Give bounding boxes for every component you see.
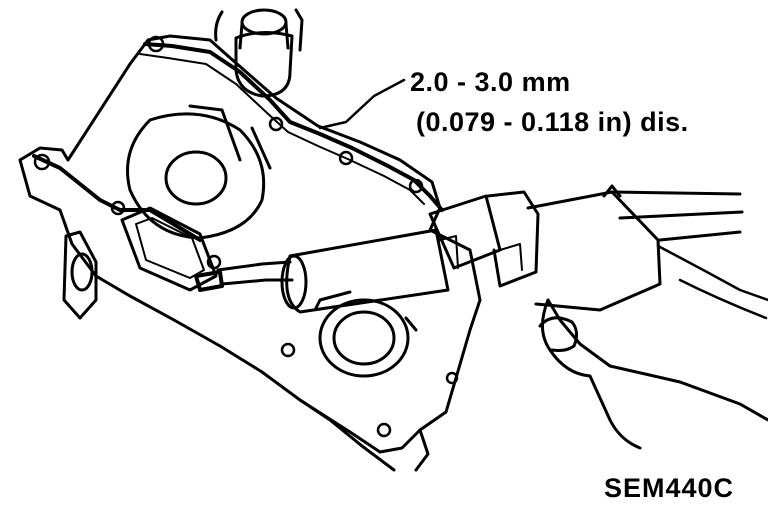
lower-flange xyxy=(298,398,430,472)
pipe-opening xyxy=(240,8,288,36)
figure-code-label: SEM440C xyxy=(604,473,735,503)
nozzle-tip xyxy=(194,270,224,292)
left-mount-lug xyxy=(62,230,98,320)
pipe-bracket xyxy=(214,8,304,52)
callout-dimension-in: (0.079 - 0.118 in) dis. xyxy=(416,107,689,137)
hand-thumb xyxy=(538,316,579,352)
tube-end xyxy=(280,254,308,310)
boss-rib xyxy=(188,104,272,170)
sealant-bead-top xyxy=(32,42,444,242)
bolt-hole xyxy=(147,35,165,53)
rect-port-inner xyxy=(135,217,205,279)
bolt-hole xyxy=(445,371,459,385)
applicator-barrel xyxy=(526,190,662,312)
front-cover-outline xyxy=(18,34,482,454)
oil-seal-outer xyxy=(318,298,410,378)
bolt-hole xyxy=(110,200,126,216)
oil-seal-inner xyxy=(332,310,396,366)
sealant-tube-body xyxy=(285,228,450,314)
rect-port xyxy=(120,206,218,292)
left-mount-hole xyxy=(70,252,94,292)
applicator-slot xyxy=(439,235,523,271)
applicator-rod xyxy=(610,190,744,242)
applicator-clamp xyxy=(486,190,540,288)
bolt-hole xyxy=(33,153,51,171)
callout-dimension-mm: 2.0 - 3.0 mm xyxy=(410,67,571,97)
pipe-body xyxy=(238,22,290,50)
bolt-hole xyxy=(338,150,354,166)
bolt-hole xyxy=(408,178,424,194)
bolt-hole xyxy=(280,342,296,358)
bolt-hole xyxy=(268,116,284,132)
sealant-bead-top-inner xyxy=(139,53,425,205)
seal-housing xyxy=(314,290,418,332)
bolt-hole xyxy=(376,422,392,438)
applicator-bolt xyxy=(602,184,622,198)
boss-bore xyxy=(164,150,228,206)
hand-outline xyxy=(541,298,768,450)
hand-fingers xyxy=(656,244,768,320)
callout-leader-line xyxy=(318,78,406,130)
